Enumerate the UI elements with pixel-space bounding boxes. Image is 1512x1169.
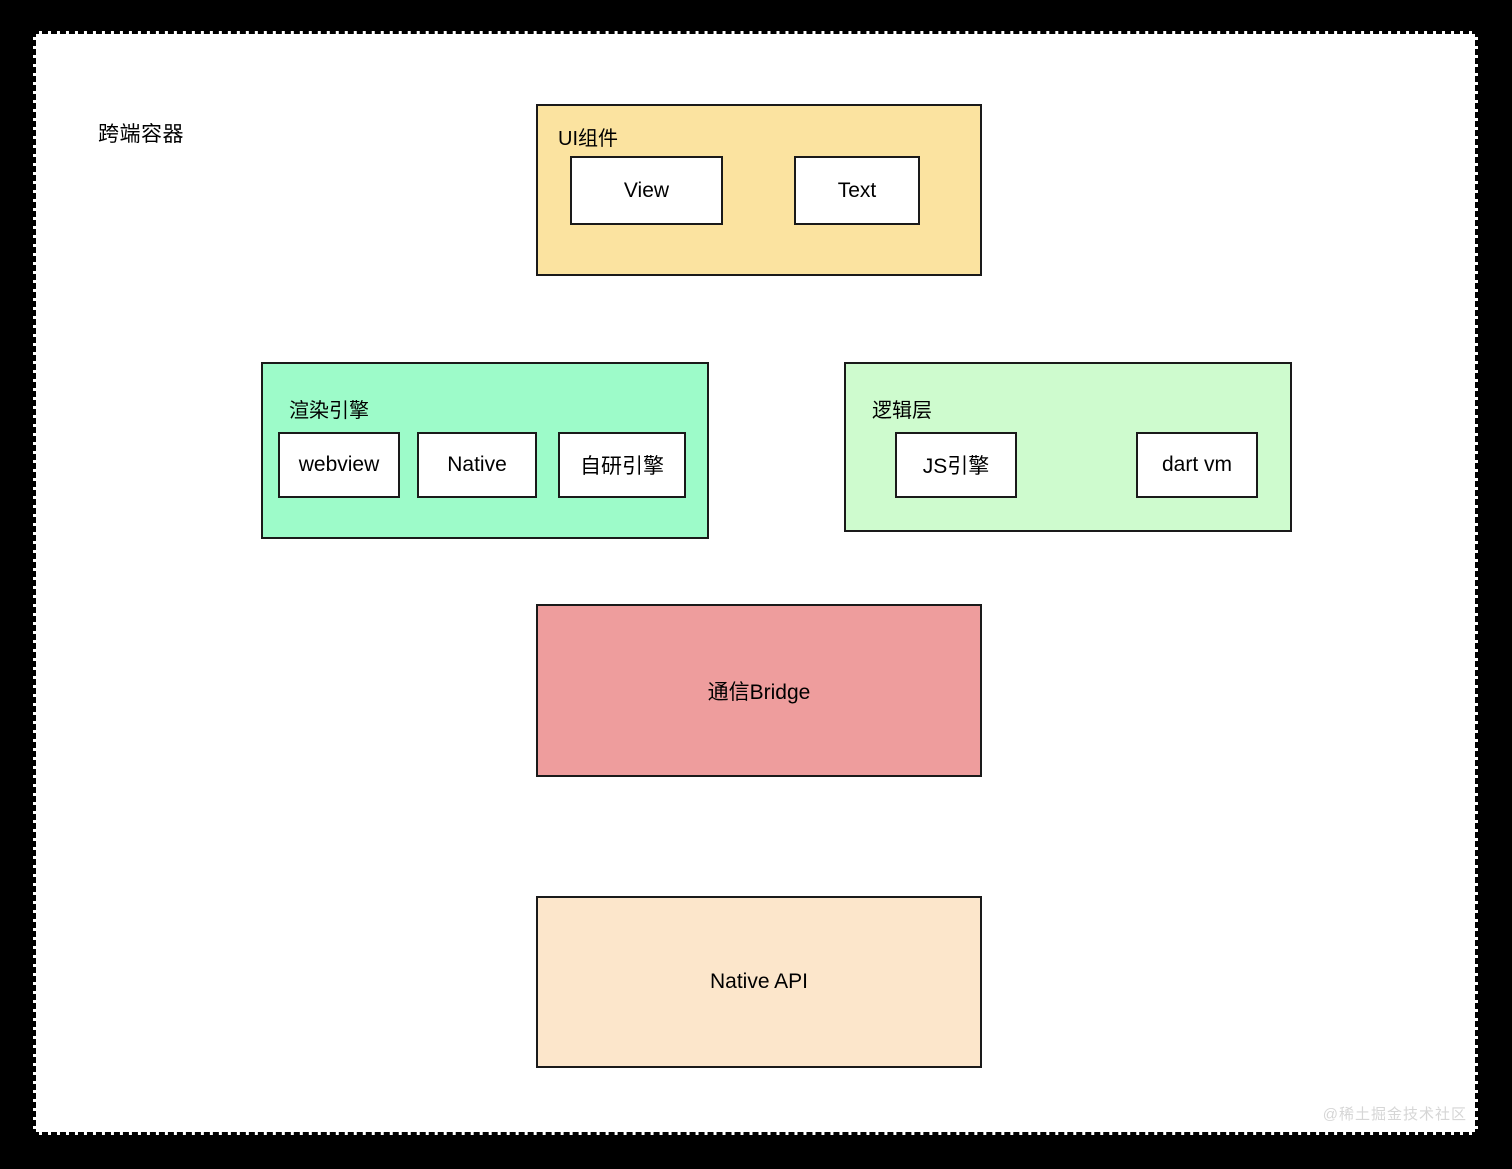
node-custom-engine[interactable]: 自研引擎 [558, 432, 686, 498]
group-label-logic-layer: 逻辑层 [872, 400, 932, 422]
watermark: @稀土掘金技术社区 [1322, 1106, 1467, 1123]
node-native[interactable]: Native [417, 432, 537, 498]
node-webview[interactable]: webview [278, 432, 400, 498]
group-label-ui-components: UI组件 [558, 128, 618, 150]
diagram-page: 跨端容器 UI组件 View Text 渲染引擎 webview Native … [33, 31, 1478, 1135]
node-text[interactable]: Text [794, 156, 920, 225]
node-js-engine[interactable]: JS引擎 [895, 432, 1017, 498]
page-title: 跨端容器 [98, 123, 184, 146]
group-label-render-engine: 渲染引擎 [289, 400, 369, 422]
node-view[interactable]: View [570, 156, 723, 225]
block-bridge[interactable]: 通信Bridge [536, 604, 982, 777]
node-dart-vm[interactable]: dart vm [1136, 432, 1258, 498]
block-native-api[interactable]: Native API [536, 896, 982, 1068]
